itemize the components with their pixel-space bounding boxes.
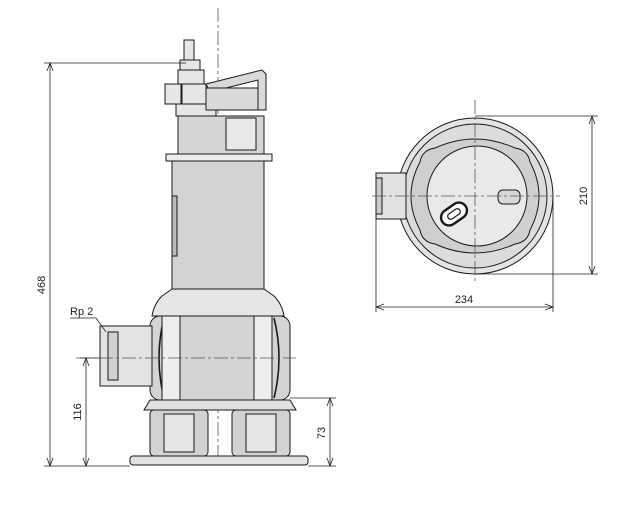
side-dimensions	[44, 61, 336, 468]
depth-arrow-bottom	[588, 265, 596, 276]
depth-arrow-top	[588, 114, 596, 125]
top-connection-box	[497, 189, 521, 205]
motor-housing	[171, 160, 265, 290]
motor-side-bar	[171, 195, 178, 257]
pump-shoulder	[151, 288, 285, 317]
pump-handle	[205, 69, 267, 111]
height-arrow-bottom	[46, 457, 54, 468]
width-arrow-right	[544, 303, 555, 311]
width-label: 234	[455, 294, 473, 306]
pump-side-view	[76, 8, 309, 468]
motor-flange	[165, 153, 273, 162]
terminal-box	[225, 117, 257, 151]
base-arrow-top	[326, 396, 334, 407]
base-plate	[129, 455, 309, 466]
height-label: 468	[36, 276, 48, 294]
pump-top-view	[372, 100, 560, 284]
height-arrow-top	[46, 61, 54, 72]
port-leader-line	[70, 317, 107, 333]
top-dimensions	[374, 114, 598, 312]
inlet-arrow-top	[82, 356, 90, 367]
base-arrow-bottom	[326, 457, 334, 468]
inlet-height-label: 116	[72, 403, 84, 421]
stand-foot-right-inner	[245, 413, 277, 453]
stand-upper-ring	[143, 399, 297, 411]
inlet-arrow-bottom	[82, 457, 90, 468]
discharge-port-face	[107, 331, 119, 381]
port-label: Rp 2	[70, 306, 93, 318]
cable-entry-icon	[439, 201, 469, 227]
depth-label: 210	[578, 187, 590, 205]
width-arrow-left	[374, 303, 385, 311]
base-height-label: 73	[316, 427, 328, 439]
stand-foot-left-inner	[163, 413, 195, 453]
